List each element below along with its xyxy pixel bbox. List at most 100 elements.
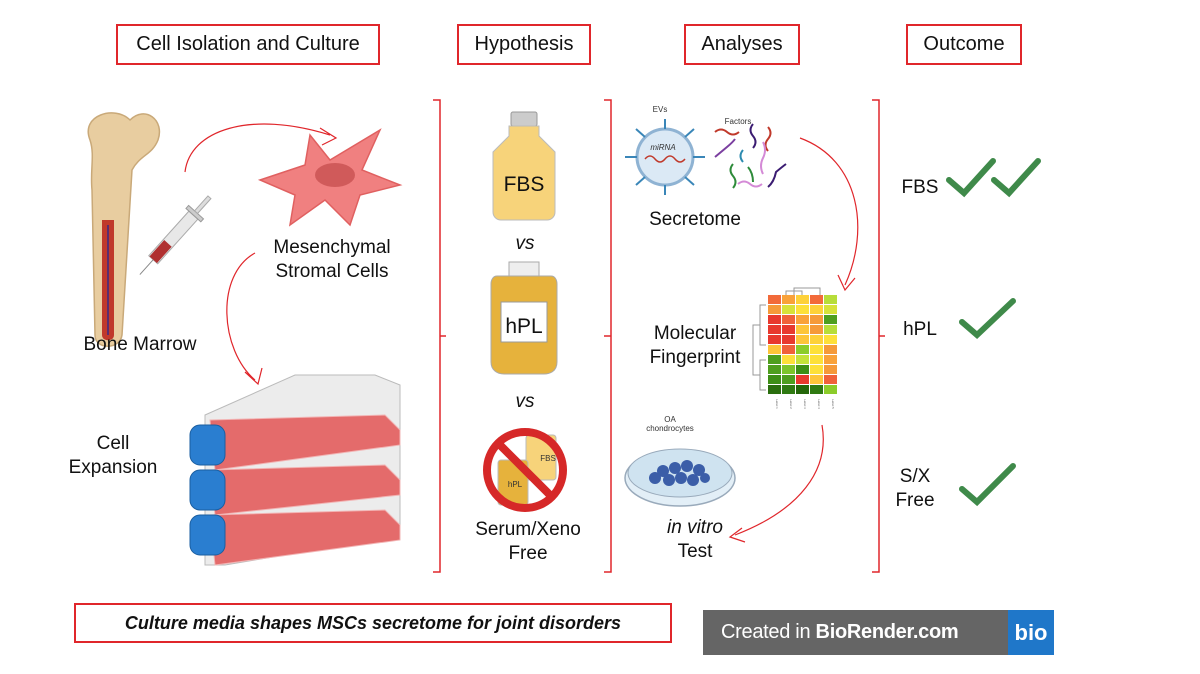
serum-xeno-free-label: Serum/Xeno Free [460, 518, 596, 566]
heatmap-cell [782, 315, 795, 324]
heatmap-cell [768, 385, 781, 394]
heatmap-column-label: Label 2 [789, 399, 793, 409]
header-outcome: Outcome [906, 24, 1022, 65]
outcome-fbs-label: FBS [901, 177, 939, 198]
cell-expansion-line2: Expansion [68, 457, 158, 478]
outcome-hpl-checks [959, 298, 1016, 340]
flask-caps [189, 424, 226, 556]
msc-label: Mesenchymal Stromal Cells [262, 236, 402, 284]
hpl-bag-label: hPL [505, 315, 543, 338]
cell-expansion-line1: Cell [96, 433, 130, 454]
molecular-fingerprint-line1: Molecular [653, 323, 737, 344]
in-vitro-test-label: in vitro Test [640, 516, 750, 564]
extracellular-vesicle-icon [625, 119, 705, 195]
outcome-sx-free-label: S/X Free [890, 465, 940, 513]
check-icon [991, 158, 1041, 198]
outcome-fbs-checks [946, 158, 1041, 198]
outcome-sx-free-checks [959, 463, 1016, 507]
heatmap-cell [796, 325, 809, 334]
check-icon [959, 463, 1016, 507]
heatmap-cell [796, 375, 809, 384]
heatmap-cell [782, 375, 795, 384]
heatmap-cell [824, 375, 837, 384]
heatmap-column-label: Label 4 [817, 399, 821, 409]
mirna-label: miRNA [650, 143, 676, 152]
heatmap-cell [810, 295, 823, 304]
heatmap-cell [810, 335, 823, 344]
header-analyses: Analyses [684, 24, 800, 65]
msc-label-line1: Mesenchymal [273, 237, 391, 258]
heatmap-cell [824, 385, 837, 394]
molecular-fingerprint-label: Molecular Fingerprint [640, 322, 750, 370]
molecular-fingerprint-line2: Fingerprint [649, 347, 741, 368]
heatmap-cell [824, 315, 837, 324]
heatmap-cell [796, 385, 809, 394]
header-hypothesis: Hypothesis [457, 24, 591, 65]
heatmap-cell [796, 305, 809, 314]
heatmap-cell [824, 295, 837, 304]
fbs-bottle-icon [492, 111, 556, 221]
heatmap-cell [782, 365, 795, 374]
mini-hpl-label: hPL [507, 480, 523, 489]
oa-line1: OA [664, 415, 676, 424]
heatmap-cell [810, 345, 823, 354]
heatmap-cell [796, 295, 809, 304]
heatmap-cell [824, 365, 837, 374]
created-in-text: Created in [721, 621, 816, 643]
heatmap-column-label: Label 1 [775, 399, 779, 409]
biorender-badge[interactable]: Created in BioRender.com bio [703, 610, 1054, 655]
heatmap-cell [768, 305, 781, 314]
heatmap-cell [810, 375, 823, 384]
factors-label: Factors [724, 117, 752, 126]
in-vitro-line2: Test [677, 541, 713, 562]
check-icon [959, 298, 1016, 340]
heatmap-cell [768, 315, 781, 324]
flask-layers [209, 414, 401, 566]
heatmap-cell [768, 325, 781, 334]
flow-arrows-isolation [184, 123, 338, 386]
vs-label-2: vs [515, 391, 535, 412]
evs-label: EVs [652, 105, 668, 114]
outcome-sx-line2: Free [895, 490, 935, 511]
serum-xeno-free-line1: Serum/Xeno [475, 519, 581, 540]
mini-fbs-label: FBS [540, 454, 556, 463]
biorender-logo-icon: bio [1008, 610, 1054, 655]
arrow-secretome-to-fingerprint [799, 137, 859, 292]
heatmap-cell [796, 335, 809, 344]
divider-3 [872, 99, 885, 573]
heatmap-cell [768, 365, 781, 374]
hpl-bag-icon [490, 261, 558, 375]
heatmap-column-label: Label 3 [803, 399, 807, 409]
in-vitro-line1: in vitro [667, 517, 723, 538]
heatmap-cell [810, 325, 823, 334]
heatmap-cell [782, 355, 795, 364]
fbs-bottle-label: FBS [503, 173, 545, 196]
arrow-fingerprint-to-invitro [728, 424, 824, 543]
heatmap-dendrogram [752, 287, 821, 391]
oa-chondrocytes-label: OA chondrocytes [630, 415, 710, 433]
petri-dish-icon [624, 448, 736, 507]
outcome-sx-line1: S/X [899, 466, 931, 487]
heatmap-cell [768, 295, 781, 304]
heatmap-cell [782, 295, 795, 304]
heatmap-cell [782, 325, 795, 334]
arrow-bone-to-msc [184, 123, 338, 173]
arrow-msc-to-expansion [226, 252, 263, 386]
outcome-hpl-label: hPL [903, 319, 937, 340]
msc-label-line2: Stromal Cells [275, 261, 389, 282]
heatmap-cell [782, 385, 795, 394]
summary-title: Culture media shapes MSCs secretome for … [74, 603, 672, 643]
biorender-text: Created in BioRender.com [703, 621, 1008, 644]
heatmap-cell [824, 305, 837, 314]
heatmap-cell [796, 315, 809, 324]
heatmap-cell [796, 355, 809, 364]
vs-label-1: vs [515, 233, 535, 254]
heatmap-cell [824, 325, 837, 334]
divider-2 [604, 99, 612, 573]
heatmap-cell [810, 305, 823, 314]
syringe-icon [139, 195, 212, 275]
secreted-factors-icon [714, 123, 787, 189]
